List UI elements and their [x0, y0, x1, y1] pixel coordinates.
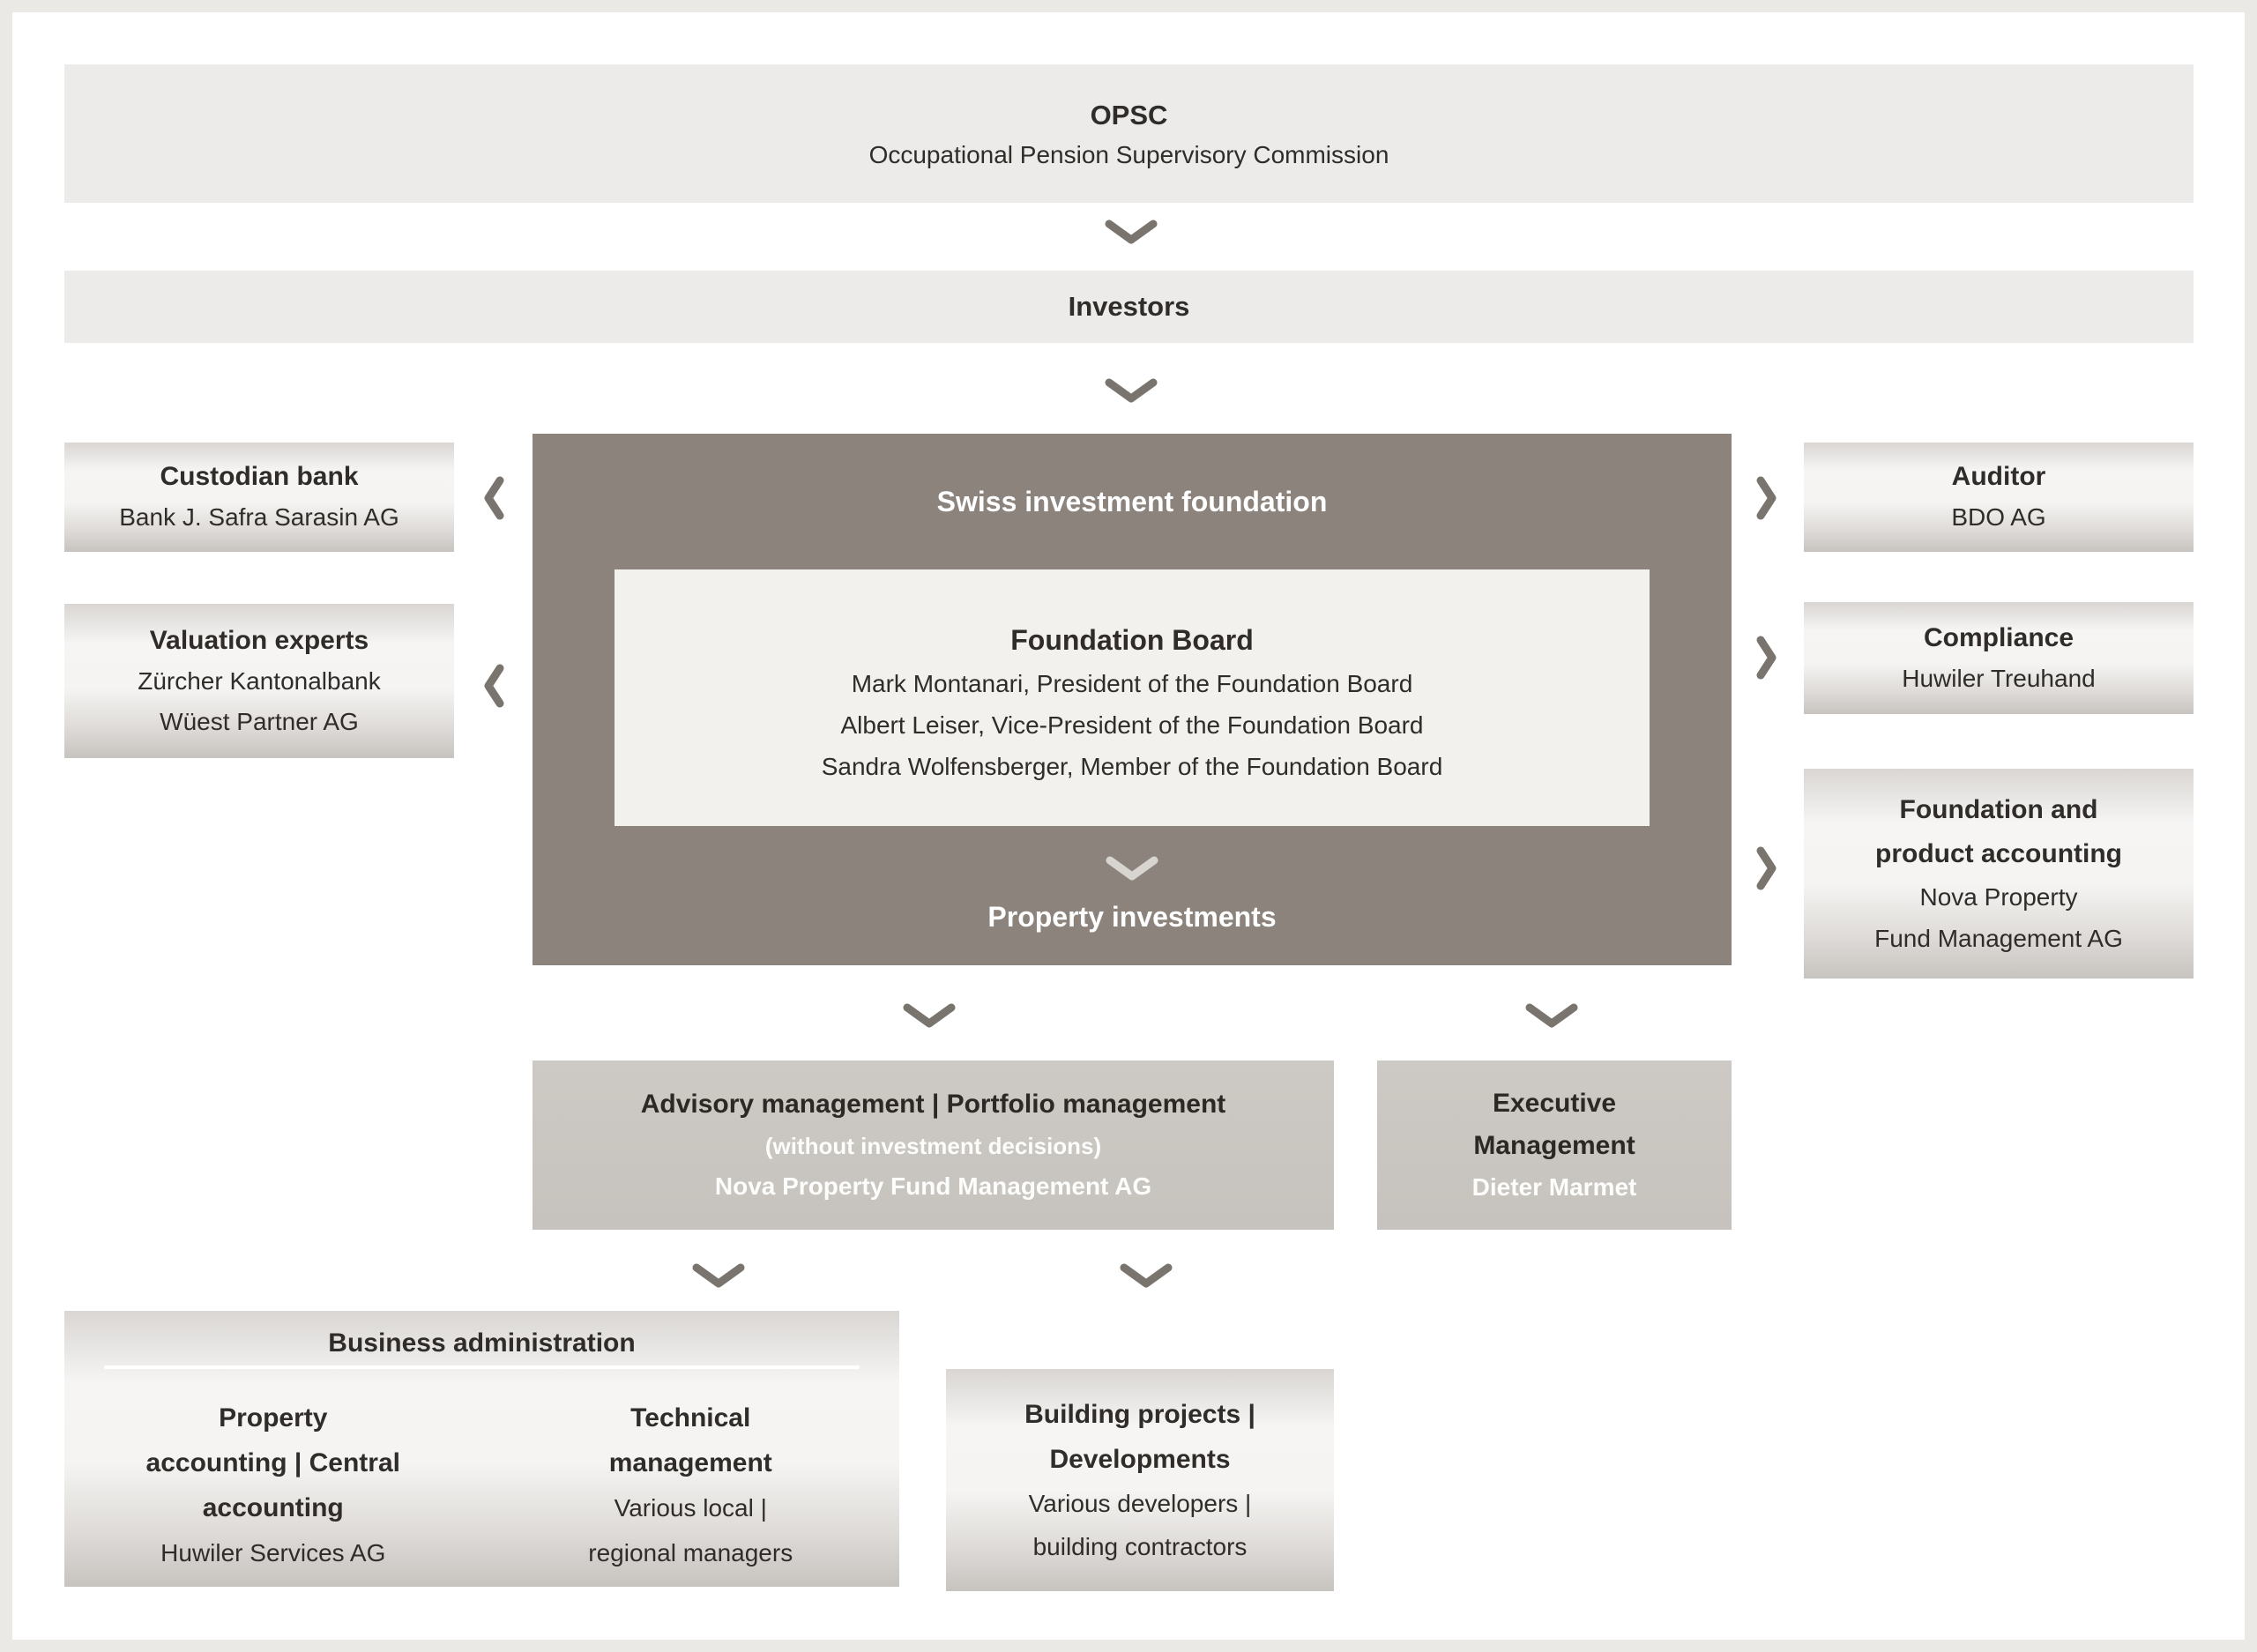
business-administration-box: Business administration Property account…: [64, 1311, 899, 1587]
opsc-subtitle: Occupational Pension Supervisory Commiss…: [868, 140, 1389, 168]
divider-line: [104, 1366, 860, 1369]
chevron-down-icon: [1104, 376, 1158, 405]
chevron-down-icon: [1524, 1001, 1579, 1030]
business-administration-title: Business administration: [328, 1328, 636, 1358]
valuation-experts-title: Valuation experts: [149, 625, 369, 655]
property-investments-label: Property investments: [987, 901, 1277, 933]
chevron-down-icon: [902, 1001, 957, 1030]
executive-title-line: Executive: [1492, 1089, 1617, 1118]
building-projects-body-line: Various developers |: [1028, 1490, 1252, 1517]
column-title-line: Property: [219, 1403, 328, 1432]
column-title-line: management: [608, 1448, 772, 1477]
compliance-title: Compliance: [1923, 622, 2075, 652]
executive-person: Dieter Marmet: [1471, 1173, 1637, 1201]
executive-title-line: Management: [1473, 1131, 1635, 1160]
foundation-product-accounting-title-line: Foundation and: [1899, 795, 2098, 824]
opsc-box: OPSC Occupational Pension Supervisory Co…: [64, 64, 2194, 203]
auditor-box: Auditor BDO AG: [1804, 443, 2194, 552]
building-projects-body-line: building contractors: [1032, 1533, 1248, 1560]
board-member-line: Mark Montanari, President of the Foundat…: [851, 670, 1413, 697]
chevron-left-icon: [482, 475, 505, 521]
investors-box: Investors: [64, 271, 2194, 343]
property-accounting-column: Property accounting | Central accounting…: [64, 1395, 482, 1575]
column-title-line: Technical: [630, 1403, 751, 1432]
foundation-product-accounting-box: Foundation and product accounting Nova P…: [1804, 769, 2194, 979]
chevron-right-icon: [1755, 475, 1778, 521]
valuation-experts-line: Wüest Partner AG: [160, 707, 359, 735]
foundation-product-accounting-line: Fund Management AG: [1874, 925, 2123, 952]
advisory-management-box: Advisory management | Portfolio manageme…: [533, 1060, 1334, 1230]
column-body-line: Huwiler Services AG: [160, 1539, 386, 1566]
foundation-product-accounting-line: Nova Property: [1919, 883, 2078, 911]
business-administration-columns: Property accounting | Central accounting…: [64, 1395, 899, 1575]
auditor-line: BDO AG: [1951, 503, 2046, 531]
chevron-down-icon: [1119, 1261, 1173, 1290]
foundation-board-title: Foundation Board: [1010, 624, 1254, 656]
swiss-investment-foundation-box: Swiss investment foundation Foundation B…: [533, 434, 1732, 965]
swiss-investment-foundation-title-wrap: Swiss investment foundation: [533, 434, 1732, 569]
chevron-right-icon: [1755, 635, 1778, 681]
chevron-right-icon: [1755, 845, 1778, 891]
column-body-line: Various local |: [614, 1494, 767, 1522]
swiss-investment-foundation-title: Swiss investment foundation: [936, 486, 1328, 517]
opsc-title: OPSC: [1090, 99, 1168, 130]
custodian-bank-line: Bank J. Safra Sarasin AG: [119, 503, 399, 531]
compliance-box: Compliance Huwiler Treuhand: [1804, 602, 2194, 714]
executive-management-box: Executive Management Dieter Marmet: [1377, 1060, 1732, 1230]
building-projects-title-line: Building projects |: [1024, 1400, 1255, 1429]
advisory-title: Advisory management | Portfolio manageme…: [640, 1090, 1226, 1119]
chevron-down-icon: [1104, 218, 1158, 246]
column-body-line: regional managers: [588, 1539, 793, 1566]
building-projects-title-line: Developments: [1049, 1445, 1231, 1474]
board-member-line: Albert Leiser, Vice-President of the Fou…: [840, 711, 1424, 739]
foundation-product-accounting-title-line: product accounting: [1875, 839, 2122, 868]
chevron-down-icon: [691, 1261, 746, 1290]
column-title-line: accounting: [202, 1493, 344, 1522]
chevron-left-icon: [482, 663, 505, 709]
custodian-bank-box: Custodian bank Bank J. Safra Sarasin AG: [64, 443, 454, 552]
column-title-line: accounting | Central: [145, 1448, 400, 1477]
investors-title: Investors: [1068, 291, 1190, 322]
custodian-bank-title: Custodian bank: [160, 462, 359, 491]
valuation-experts-box: Valuation experts Zürcher Kantonalbank W…: [64, 604, 454, 758]
foundation-board-box: Foundation Board Mark Montanari, Preside…: [615, 569, 1650, 826]
chevron-down-icon: [1105, 854, 1159, 882]
valuation-experts-line: Zürcher Kantonalbank: [138, 666, 381, 695]
advisory-note: (without investment decisions): [764, 1133, 1102, 1159]
auditor-title: Auditor: [1951, 462, 2046, 491]
compliance-line: Huwiler Treuhand: [1902, 664, 2096, 692]
building-projects-box: Building projects | Developments Various…: [946, 1369, 1334, 1591]
board-member-line: Sandra Wolfensberger, Member of the Foun…: [821, 753, 1443, 780]
technical-management-column: Technical management Various local | reg…: [482, 1395, 900, 1575]
advisory-company: Nova Property Fund Management AG: [714, 1172, 1152, 1200]
